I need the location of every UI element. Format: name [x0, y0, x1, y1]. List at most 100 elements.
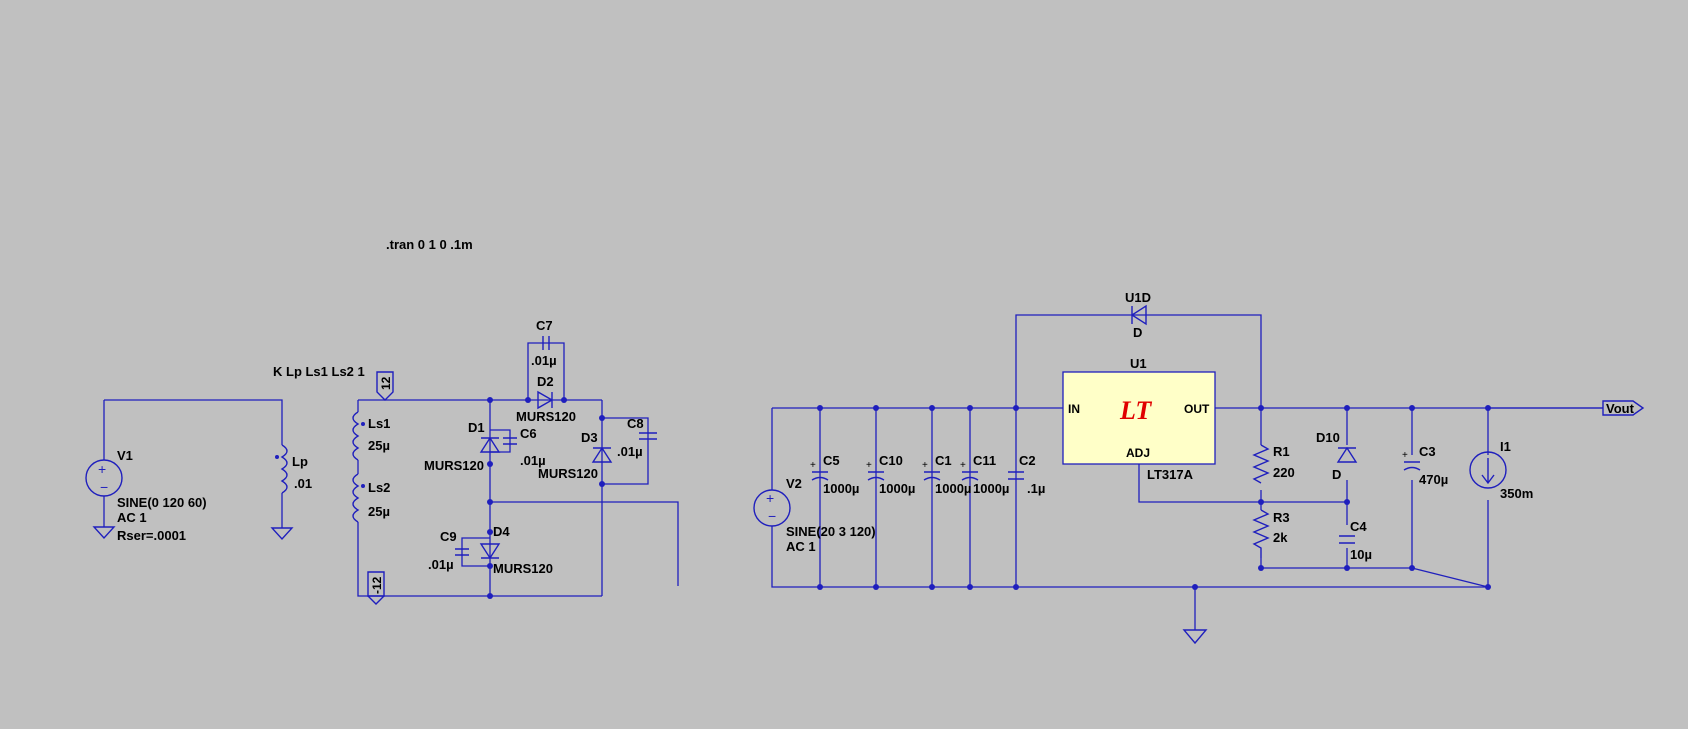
v1-ac: AC 1 [117, 510, 147, 525]
r3-value: 2k [1273, 530, 1288, 545]
svg-text:12: 12 [379, 376, 393, 390]
svg-text:+: + [810, 460, 816, 471]
ls1-name: Ls1 [368, 416, 390, 431]
d10-diode[interactable] [1336, 446, 1358, 463]
u1-out-pin: OUT [1184, 402, 1210, 416]
u1d-diode[interactable] [1130, 304, 1147, 326]
v2-source[interactable]: + − [753, 489, 791, 527]
c8-name: C8 [627, 416, 644, 431]
lt-logo: LT [1119, 396, 1152, 425]
u1-part: LT317A [1147, 467, 1194, 482]
d1-name: D1 [468, 420, 485, 435]
c9-capacitor[interactable] [455, 548, 469, 556]
v1-spec: SINE(0 120 60) [117, 495, 207, 510]
d3-name: D3 [581, 430, 598, 445]
i1-current-source[interactable] [1469, 451, 1507, 489]
v2-spec: SINE(20 3 120) [786, 524, 876, 539]
secondary-wiring [357, 342, 679, 599]
v2-name: V2 [786, 476, 802, 491]
c10-value: 1000µ [879, 481, 915, 496]
c7-value: .01µ [531, 353, 557, 368]
d4-diode[interactable] [479, 543, 501, 560]
c3-value: 470µ [1419, 472, 1448, 487]
svg-text:Vout: Vout [1606, 401, 1635, 416]
r1-value: 220 [1273, 465, 1295, 480]
d4-name: D4 [493, 524, 510, 539]
c6-name: C6 [520, 426, 537, 441]
ls2-inductor[interactable] [352, 473, 365, 523]
c3-name: C3 [1419, 444, 1436, 459]
c1-name: C1 [935, 453, 952, 468]
i1-value: 350m [1500, 486, 1533, 501]
c8-capacitor[interactable] [639, 432, 657, 440]
svg-text:+: + [960, 460, 966, 471]
u1-in-pin: IN [1068, 402, 1080, 416]
lp-name: Lp [292, 454, 308, 469]
u1-regulator[interactable]: IN OUT ADJ LT [1062, 371, 1216, 465]
ground-symbol[interactable] [1182, 629, 1208, 645]
c4-value: 10µ [1350, 547, 1372, 562]
d1-diode[interactable] [479, 436, 501, 453]
c1-value: 1000µ [935, 481, 971, 496]
svg-text:-12: -12 [370, 576, 384, 594]
svg-text:+: + [98, 461, 106, 477]
c5-value: 1000µ [823, 481, 859, 496]
d1-model: MURS120 [424, 458, 484, 473]
c10-capacitor[interactable]: + [866, 460, 885, 481]
d10-name: D10 [1316, 430, 1340, 445]
c11-capacitor[interactable]: + [960, 460, 979, 481]
svg-text:−: − [768, 508, 776, 524]
c8-value: .01µ [617, 444, 643, 459]
ls2-value: 25µ [368, 504, 390, 519]
c9-name: C9 [440, 529, 457, 544]
c7-name: C7 [536, 318, 553, 333]
svg-text:+: + [766, 490, 774, 506]
r1-resistor[interactable] [1252, 444, 1270, 484]
r3-resistor[interactable] [1252, 509, 1270, 558]
d10-model: D [1332, 467, 1341, 482]
net-label-12[interactable]: 12 [376, 371, 394, 401]
c5-name: C5 [823, 453, 840, 468]
c2-capacitor[interactable] [1008, 471, 1024, 480]
c2-name: C2 [1019, 453, 1036, 468]
regulator-wiring [771, 314, 1603, 630]
vout-net-label[interactable]: Vout [1488, 400, 1645, 416]
d2-diode[interactable] [537, 390, 554, 410]
c6-capacitor[interactable] [503, 437, 517, 445]
c9-value: .01µ [428, 557, 454, 572]
svg-text:+: + [866, 460, 872, 471]
tran-directive[interactable]: .tran 0 1 0 .1m [386, 237, 473, 252]
c1-capacitor[interactable]: + [922, 460, 941, 481]
svg-text:−: − [100, 479, 108, 495]
ls1-inductor[interactable] [352, 411, 365, 461]
c2-value: .1µ [1027, 481, 1045, 496]
c5-capacitor[interactable]: + [810, 460, 829, 481]
lp-inductor[interactable] [270, 444, 294, 541]
u1-name: U1 [1130, 356, 1147, 371]
c4-capacitor[interactable] [1339, 535, 1355, 544]
d3-diode[interactable] [591, 446, 613, 463]
c6-value: .01µ [520, 453, 546, 468]
svg-text:+: + [922, 460, 928, 471]
d2-name: D2 [537, 374, 554, 389]
r1-name: R1 [1273, 444, 1290, 459]
v1-name: V1 [117, 448, 133, 463]
c11-name: C11 [973, 453, 996, 468]
ls2-name: Ls2 [368, 480, 390, 495]
u1d-name: U1D [1125, 290, 1151, 305]
i1-name: I1 [1500, 439, 1511, 454]
lp-value: .01 [294, 476, 312, 491]
c7-capacitor[interactable] [542, 336, 550, 350]
v1-source[interactable]: + − [85, 399, 283, 540]
c10-name: C10 [879, 453, 903, 468]
ls1-value: 25µ [368, 438, 390, 453]
d4-model: MURS120 [493, 561, 553, 576]
net-label-neg12[interactable]: -12 [367, 571, 385, 605]
d3-model: MURS120 [538, 466, 598, 481]
v2-ac: AC 1 [786, 539, 816, 554]
coupling-directive[interactable]: K Lp Ls1 Ls2 1 [273, 364, 365, 379]
u1-adj-pin: ADJ [1126, 446, 1150, 460]
c3-capacitor[interactable]: + [1402, 450, 1421, 471]
d2-model: MURS120 [516, 409, 576, 424]
